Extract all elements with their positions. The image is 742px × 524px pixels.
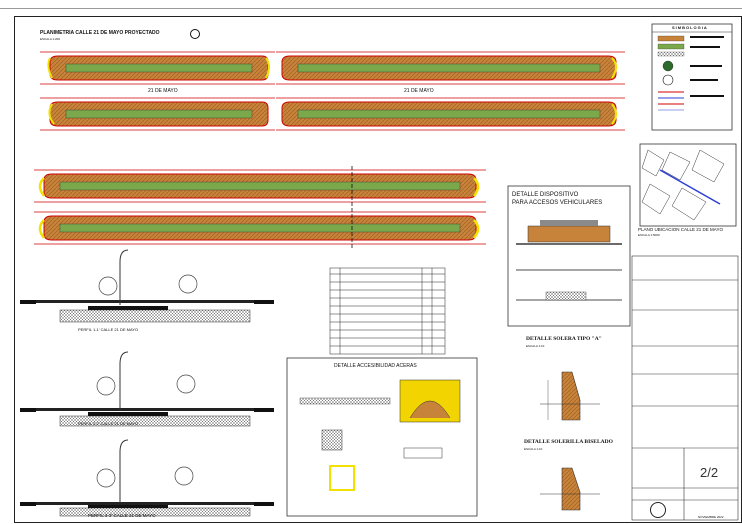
section-1-label: PERFIL 1-1' CALLE 21 DE MAYO (78, 327, 139, 332)
street-plan-upper-left (40, 51, 275, 131)
legend-symbols (651, 23, 733, 131)
main-title: PLANIMETRIA CALLE 21 DE MAYO PROYECTADO (40, 30, 160, 36)
title-block (631, 255, 739, 521)
quantities-table (329, 267, 446, 355)
street-plan-upper-right (276, 51, 625, 131)
cross-section-3 (20, 439, 274, 517)
location-plan-title: PLANO UBICACION CALLE 21 DE MAYO (638, 227, 723, 232)
vehicle-access-detail (507, 185, 631, 327)
accessibility-detail-title: DETALLE ACCESIBILIDAD ACERAS (334, 363, 417, 369)
section-2-label: PERFIL 2-2' CALLE 21 DE MAYO (78, 421, 139, 426)
solera-a-title: DETALLE SOLERA TIPO "A" (526, 336, 602, 342)
solerilla-scale: ESCALA 1:10 (524, 447, 543, 451)
legend-title: SIMBOLOGIA (672, 25, 708, 30)
vehicle-detail-title-1: DETALLE DISPOSITIVO (512, 192, 579, 198)
north-arrow-icon (190, 29, 200, 39)
main-title-scale: ESCALA 1:200 (40, 37, 61, 41)
location-plan-scale: ESCALA 1:5000 (638, 233, 660, 237)
sheet-number: 2/2 (700, 465, 719, 480)
cross-section-2 (20, 351, 274, 427)
cross-section-1 (20, 249, 274, 323)
street-name-label-right: 21 DE MAYO (404, 88, 434, 94)
street-plan-middle (34, 166, 486, 248)
solerilla-title: DETALLE SOLERILLA BISELADO (524, 439, 613, 445)
date-label: NOVIEMBRE 2022 (698, 515, 724, 519)
location-plan-map (639, 143, 737, 227)
top-divider-line (0, 8, 742, 9)
section-3-label: PERFIL 3-3' CALLE 21 DE MAYO (88, 513, 156, 518)
no-sign-icon (650, 502, 666, 518)
solera-detail-a (540, 371, 600, 421)
solera-a-scale: ESCALA 1:10 (526, 344, 545, 348)
street-name-label-left: 21 DE MAYO (148, 88, 178, 94)
accessibility-detail (286, 357, 478, 517)
vehicle-detail-title-2: PARA ACCESOS VEHICULARES (512, 200, 603, 206)
solera-detail-b (540, 467, 600, 511)
